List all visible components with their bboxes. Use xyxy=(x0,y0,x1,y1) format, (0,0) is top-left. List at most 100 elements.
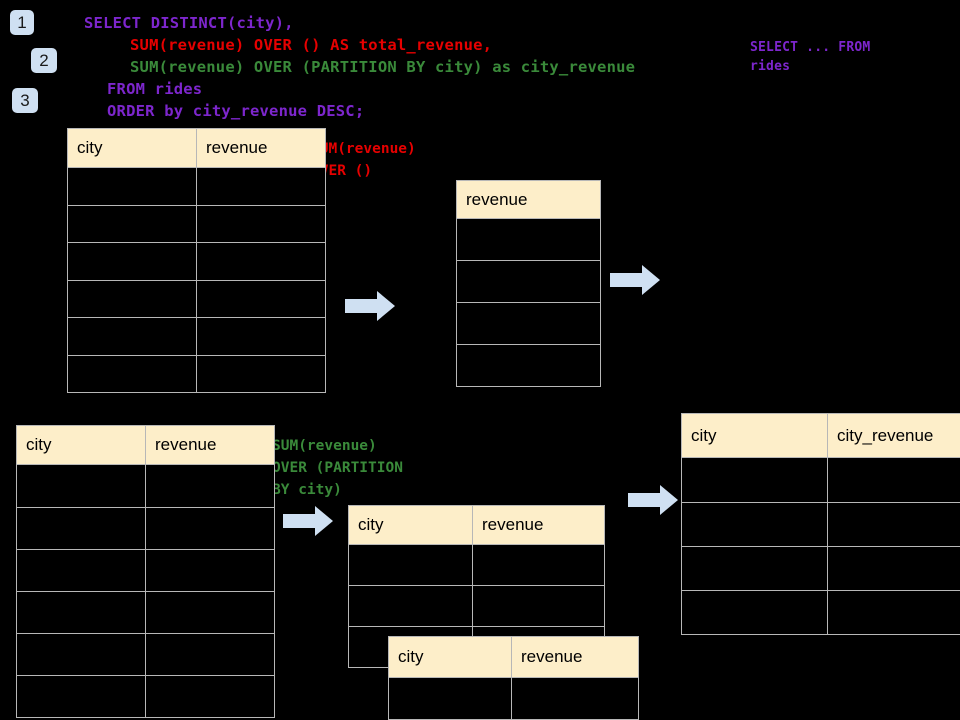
cell-city xyxy=(67,242,197,281)
cell-city-revenue xyxy=(827,457,960,503)
table-row xyxy=(681,590,960,635)
table-source-top: city revenue xyxy=(67,128,326,393)
cell-revenue xyxy=(456,344,601,387)
table-row xyxy=(16,633,275,676)
table-header-row: city revenue xyxy=(16,425,275,465)
cell-city xyxy=(388,677,512,720)
annotation-total-revenue-line1: SUM(revenue) xyxy=(311,141,416,157)
cell-city xyxy=(67,317,197,356)
cell-revenue xyxy=(456,260,601,303)
table-row xyxy=(348,544,605,586)
arrow-total-to-result xyxy=(610,265,660,295)
cell-revenue xyxy=(196,167,326,206)
table-total-revenue: revenue xyxy=(456,180,601,387)
sql-line-order-by: ORDER by city_revenue DESC; xyxy=(107,102,365,120)
cell-city xyxy=(16,507,146,550)
sql-line-total-revenue: SUM(revenue) OVER () AS total_revenue, xyxy=(130,36,493,54)
cell-revenue xyxy=(145,591,275,634)
table-row xyxy=(456,260,601,303)
table-result: city city_revenue xyxy=(681,413,960,635)
cell-city xyxy=(681,546,828,591)
sql-side-note-line2: rides xyxy=(750,59,791,74)
sql-side-note-line1: SELECT ... FROM xyxy=(750,40,871,55)
cell-city xyxy=(67,280,197,318)
table-row xyxy=(456,218,601,261)
column-header-revenue: revenue xyxy=(511,636,639,678)
table-row xyxy=(456,344,601,387)
step-badge-1: 1 xyxy=(10,10,34,35)
sql-line-select: SELECT DISTINCT(city), xyxy=(84,14,294,32)
cell-city-revenue xyxy=(827,590,960,635)
cell-revenue xyxy=(145,549,275,592)
table-header-row: city revenue xyxy=(388,636,639,678)
annotation-city-revenue-line3: BY city) xyxy=(272,482,342,498)
cell-city xyxy=(16,464,146,508)
annotation-city-revenue-line1: SUM(revenue) xyxy=(272,438,377,454)
column-header-city: city xyxy=(348,505,473,545)
table-row xyxy=(67,317,326,356)
cell-revenue xyxy=(456,218,601,261)
cell-city xyxy=(348,585,473,627)
cell-city xyxy=(681,502,828,547)
cell-revenue xyxy=(196,205,326,243)
table-row xyxy=(16,507,275,550)
cell-revenue xyxy=(472,544,605,586)
step-badge-1-label: 1 xyxy=(17,13,27,32)
table-source-bottom: city revenue xyxy=(16,425,275,718)
column-header-city: city xyxy=(67,128,197,168)
table-header-row: city revenue xyxy=(67,128,326,168)
table-row xyxy=(681,546,960,591)
step-badge-2: 2 xyxy=(31,48,57,73)
column-header-city: city xyxy=(16,425,146,465)
table-row xyxy=(16,549,275,592)
cell-city xyxy=(681,590,828,635)
cell-city xyxy=(348,544,473,586)
cell-city-revenue xyxy=(827,502,960,547)
table-row xyxy=(681,502,960,547)
table-row xyxy=(456,302,601,345)
cell-revenue xyxy=(196,355,326,393)
column-header-revenue: revenue xyxy=(145,425,275,465)
table-partition-front: city revenue xyxy=(388,636,639,720)
column-header-revenue: revenue xyxy=(196,128,326,168)
cell-revenue xyxy=(456,302,601,345)
cell-city xyxy=(16,591,146,634)
cell-city-revenue xyxy=(827,546,960,591)
cell-revenue xyxy=(145,464,275,508)
step-badge-2-label: 2 xyxy=(39,51,49,70)
annotation-city-revenue-line2: OVER (PARTITION xyxy=(272,460,403,476)
cell-city xyxy=(67,205,197,243)
cell-city xyxy=(16,633,146,676)
cell-city xyxy=(16,675,146,718)
cell-city xyxy=(681,457,828,503)
step-badge-3-label: 3 xyxy=(20,91,30,110)
table-row xyxy=(67,280,326,318)
cell-revenue xyxy=(145,675,275,718)
table-row xyxy=(67,205,326,243)
table-header-row: city revenue xyxy=(348,505,605,545)
cell-revenue xyxy=(196,317,326,356)
cell-revenue xyxy=(145,633,275,676)
cell-revenue xyxy=(145,507,275,550)
cell-city xyxy=(67,355,197,393)
table-row xyxy=(16,591,275,634)
cell-revenue xyxy=(196,280,326,318)
table-row xyxy=(388,677,639,720)
cell-revenue xyxy=(196,242,326,281)
column-header-city-revenue: city_revenue xyxy=(827,413,960,458)
sql-line-from: FROM rides xyxy=(107,80,203,98)
table-row xyxy=(67,242,326,281)
table-row xyxy=(67,355,326,393)
column-header-revenue: revenue xyxy=(472,505,605,545)
arrow-source-to-total xyxy=(345,291,395,321)
cell-city xyxy=(16,549,146,592)
step-badge-3: 3 xyxy=(12,88,38,113)
column-header-city: city xyxy=(681,413,828,458)
sql-line-city-revenue: SUM(revenue) OVER (PARTITION BY city) as… xyxy=(130,58,636,76)
table-row xyxy=(16,464,275,508)
cell-revenue xyxy=(511,677,639,720)
column-header-city: city xyxy=(388,636,512,678)
table-header-row: revenue xyxy=(456,180,601,219)
cell-city xyxy=(67,167,197,206)
